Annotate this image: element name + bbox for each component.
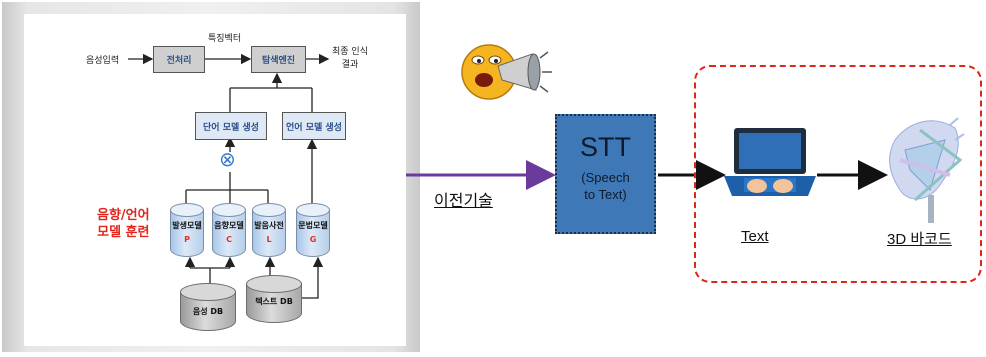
stt-box: STT (Speech to Text) [555,114,656,234]
output-frame [694,65,982,283]
model-letter: G [309,235,317,244]
model-label: 음향모델 [214,221,244,230]
laptop-typing-icon [724,128,816,196]
final-result-label: 최종 인식 결과 [332,47,368,70]
model-letter: C [226,235,232,244]
search-engine-box: 탐색엔진 [251,46,306,73]
preprocess-box: 전처리 [153,46,205,73]
lang-model-gen-box: 언어 모델 생성 [282,112,346,140]
combine-symbol: ⊗ [219,147,236,171]
text-db-cylinder: 텍스트 DB [246,275,302,323]
prior-tech-label: 이전기술 [434,191,493,210]
voice-db-cylinder: 음성 DB [180,283,236,331]
model-label: 발음사전 [254,221,284,230]
barcode-output-label: 3D 바코드 [887,231,952,248]
word-model-gen-label: 단어 모델 생성 [203,122,259,133]
model-cylinder-p: 발생모델 P [170,203,204,257]
stt-subtitle: (Speech to Text) [581,170,630,202]
speaking-emoji-icon [461,44,552,100]
text-db-label: 텍스트 DB [255,297,293,306]
model-cylinder-l: 발음사전 L [252,203,286,257]
arrow-textdb-to-g [300,256,324,299]
text-output-label: Text [741,228,769,245]
model-letter: P [184,235,190,244]
3d-barcode-icon [889,117,965,223]
model-label: 문법모델 [298,221,328,230]
voice-input-label: 음성입력 [86,56,120,66]
model-letter: L [266,235,272,244]
model-cylinder-c: 음향모델 C [212,203,246,257]
stt-title: STT [580,132,631,162]
model-label: 발생모델 [172,221,202,230]
training-title: 음향/언어 모델 훈련 [97,208,150,240]
lang-model-gen-label: 언어 모델 생성 [286,122,342,133]
voice-db-label: 음성 DB [192,307,224,316]
word-model-gen-box: 단어 모델 생성 [195,112,267,140]
model-cylinder-g: 문법모델 G [296,203,330,257]
feature-vector-label: 특징벡터 [208,34,242,44]
preprocess-label: 전처리 [166,56,192,66]
search-engine-label: 탐색엔진 [261,56,296,66]
speech-recognition-diagram-panel [2,2,420,352]
